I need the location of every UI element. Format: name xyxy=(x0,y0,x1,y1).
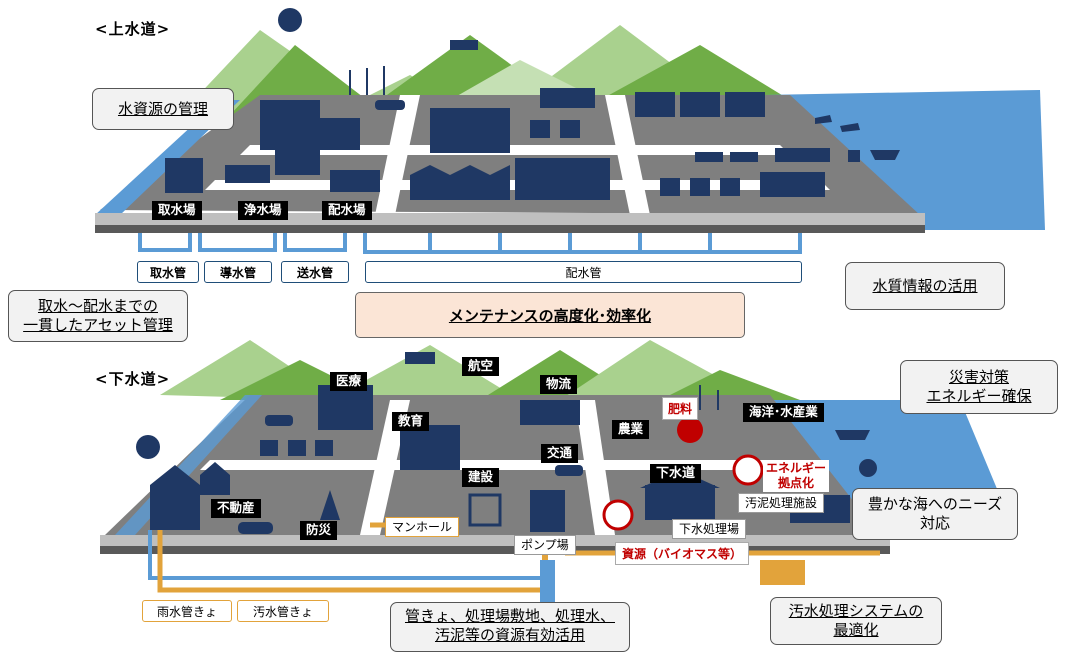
pipe-distribution: 配水管 xyxy=(365,261,802,283)
treatment-plant-tag: 下水処理場 xyxy=(672,519,747,539)
pipe-intake: 取水管 xyxy=(137,261,199,283)
callout-water-resource-text: 水資源の管理 xyxy=(117,99,208,118)
windmills-upper xyxy=(349,66,385,95)
lower-buildings xyxy=(136,352,877,534)
fertilizer-tag: 肥料 xyxy=(662,397,699,420)
upper-base xyxy=(95,213,925,225)
callout-resource-utilization: 管きょ、処理場敷地、処理水、 汚泥等の資源有効活用 xyxy=(390,602,630,652)
upper-pipes xyxy=(138,233,802,254)
energy-icon xyxy=(732,454,764,486)
windmills-lower xyxy=(699,385,719,410)
callout-water-quality: 水質情報の活用 xyxy=(845,262,1005,310)
label-sewer: 下水道 xyxy=(650,464,702,483)
label-traffic: 交通 xyxy=(541,444,579,463)
label-medical: 医療 xyxy=(330,372,368,391)
label-disaster-prevention: 防災 xyxy=(300,521,338,540)
pipe-storm: 雨水管きょ xyxy=(142,600,232,622)
callout-system-optimization: 汚水処理システムの 最適化 xyxy=(770,597,942,645)
pipe-conveyance: 導水管 xyxy=(204,261,272,283)
label-education: 教育 xyxy=(392,412,430,431)
callout-rich-sea: 豊かな海へのニーズ 対応 xyxy=(852,488,1018,540)
energy-tag-line1: エネルギー xyxy=(766,461,827,475)
pump-station-tag: ポンプ場 xyxy=(514,535,576,555)
callout-disaster-line2: エネルギー確保 xyxy=(926,387,1032,405)
callout-asset-line2: 一貫したアセット管理 xyxy=(23,316,173,334)
pipe-transmission: 送水管 xyxy=(281,261,349,283)
label-agriculture: 農業 xyxy=(612,420,650,439)
resource-icon xyxy=(602,499,634,531)
callout-assets-line2: 汚泥等の資源有効活用 xyxy=(434,625,585,644)
label-marine: 海洋･水産業 xyxy=(743,403,824,422)
callout-water-quality-text: 水質情報の活用 xyxy=(872,276,978,295)
upper-buildings xyxy=(165,8,900,200)
manhole-tag: マンホール xyxy=(385,517,460,537)
callout-water-resource: 水資源の管理 xyxy=(92,88,234,130)
sludge-facility-tag: 汚泥処理施設 xyxy=(738,493,825,513)
callout-asset-line1: 取水～配水までの xyxy=(37,297,158,316)
energy-tag-line2: 拠点化 xyxy=(778,476,815,490)
label-real-estate: 不動産 xyxy=(211,499,261,518)
center-maintenance-box: メンテナンスの高度化･効率化 xyxy=(355,292,745,338)
resource-tag: 資源（バイオマス等） xyxy=(615,542,750,565)
facility-intake: 取水場 xyxy=(152,201,202,220)
energy-tag: エネルギー 拠点化 xyxy=(763,460,830,492)
callout-system-line2: 最適化 xyxy=(833,621,879,639)
label-logistics: 物流 xyxy=(540,375,578,394)
upper-sea xyxy=(760,90,1045,230)
label-construction: 建設 xyxy=(462,468,500,487)
label-aviation: 航空 xyxy=(462,357,500,376)
facility-distribution: 配水場 xyxy=(322,201,372,220)
facility-purification: 浄水場 xyxy=(238,201,288,220)
sewerage-title: <下水道> xyxy=(95,370,171,388)
fertilizer-icon xyxy=(677,417,703,443)
water-supply-title: <上水道> xyxy=(95,20,171,38)
callout-disaster-line1: 災害対策 xyxy=(948,368,1009,387)
callout-system-line1: 汚水処理システムの xyxy=(788,602,924,621)
lower-base xyxy=(100,535,890,546)
callout-disaster-energy: 災害対策 エネルギー確保 xyxy=(900,360,1058,414)
callout-assets-line1: 管きょ、処理場敷地、処理水、 xyxy=(404,607,615,625)
callout-asset-management: 取水～配水までの 一貫したアセット管理 xyxy=(8,290,188,342)
callout-sea-line2: 対応 xyxy=(919,514,950,532)
callout-sea-line1: 豊かな海へのニーズ xyxy=(867,495,1003,514)
pipe-sewage: 汚水管きょ xyxy=(237,600,329,622)
